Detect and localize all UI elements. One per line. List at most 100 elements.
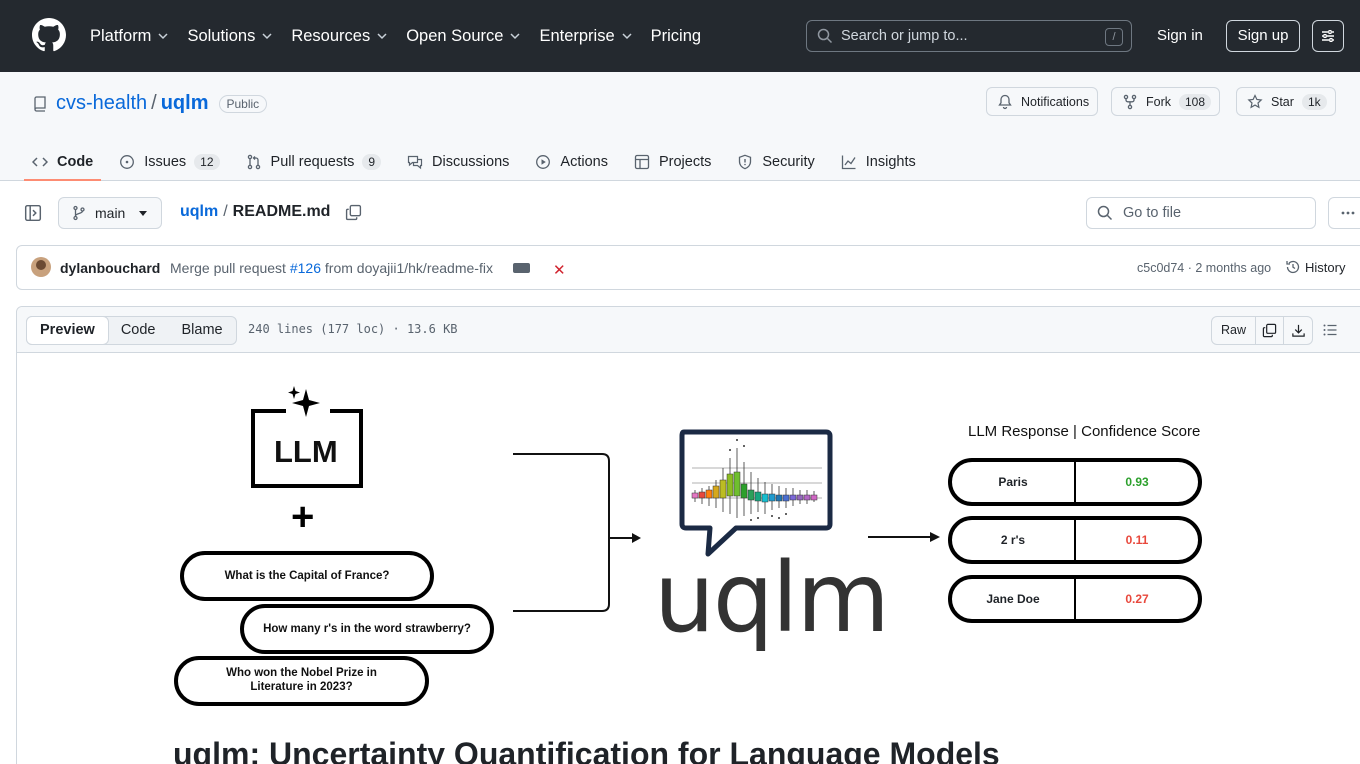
tab-label: Discussions <box>432 153 510 170</box>
expand-message-icon[interactable] <box>513 263 530 273</box>
branch-name: main <box>95 205 126 221</box>
code-icon <box>32 156 48 167</box>
tab-label: Actions <box>560 153 608 170</box>
repo-title: cvs-health / uqlm Public <box>32 92 268 115</box>
tab-label: Pull requests <box>270 153 355 170</box>
github-logo-icon[interactable] <box>32 18 66 52</box>
chevron-down-icon <box>510 33 520 40</box>
response-answer: 2 r's <box>952 520 1076 560</box>
tab-insights[interactable]: Insights <box>841 142 916 181</box>
repo-name-link[interactable]: uqlm <box>160 92 209 114</box>
commit-message[interactable]: Merge pull request #126 from doyajii1/hk… <box>170 260 493 276</box>
nav-label: Enterprise <box>539 26 615 45</box>
tab-label: Projects <box>658 153 712 170</box>
sliders-icon <box>1322 30 1334 42</box>
repo-title-separator: / <box>151 92 157 114</box>
tab-projects[interactable]: Projects <box>634 142 711 181</box>
tab-label: Issues <box>144 153 187 170</box>
search-placeholder: Search or jump to... <box>841 28 968 44</box>
copy-raw-button[interactable] <box>1256 317 1285 344</box>
tab-issues[interactable]: Issues 12 <box>119 142 220 181</box>
repository-header: cvs-health / uqlm Public Notifications F… <box>0 72 1360 181</box>
notifications-label: Notifications <box>1021 94 1090 109</box>
fork-icon <box>1123 94 1137 109</box>
repo-owner-link[interactable]: cvs-health <box>56 92 148 114</box>
copy-path-icon[interactable] <box>345 204 362 221</box>
sign-in-link[interactable]: Sign in <box>1157 27 1203 44</box>
readme-hero-image: LLM + What is the Capital of France? How… <box>170 380 1220 710</box>
more-options-button[interactable] <box>1328 197 1360 229</box>
nav-enterprise[interactable]: Enterprise <box>539 27 632 46</box>
nav-label: Resources <box>291 26 371 45</box>
tab-discussions[interactable]: Discussions <box>407 142 509 181</box>
history-button[interactable]: History <box>1285 259 1345 275</box>
star-icon <box>1247 93 1263 108</box>
tab-security[interactable]: Security <box>737 142 815 181</box>
star-button[interactable]: Star 1k <box>1236 87 1336 116</box>
merge-arrow-icon <box>513 453 641 612</box>
copy-icon <box>1262 323 1277 338</box>
shield-icon <box>739 154 752 169</box>
file-stats: 240 lines (177 loc) · 13.6 KB <box>248 322 458 336</box>
side-menu-button[interactable] <box>1312 20 1344 52</box>
search-icon <box>817 28 833 44</box>
breadcrumb-repo-link[interactable]: uqlm <box>180 203 219 220</box>
view-mode-toggle: Preview Code Blame <box>26 316 237 345</box>
code-tab[interactable]: Code <box>120 322 156 338</box>
global-search-input[interactable]: Search or jump to... / <box>806 20 1132 52</box>
preview-tab[interactable]: Preview <box>26 316 109 345</box>
status-failed-icon[interactable]: ✕ <box>553 262 566 279</box>
avatar[interactable] <box>31 257 51 277</box>
download-icon <box>1291 324 1305 337</box>
tab-pull-requests[interactable]: Pull requests 9 <box>246 142 382 181</box>
notifications-button[interactable]: Notifications <box>986 87 1099 116</box>
response-score: 0.93 <box>1125 475 1149 489</box>
nav-solutions[interactable]: Solutions <box>187 27 273 46</box>
search-icon <box>1097 205 1113 221</box>
score-table-title: LLM Response | Confidence Score <box>968 423 1201 440</box>
chevron-down-icon <box>622 33 632 40</box>
llm-box-icon <box>251 386 363 488</box>
list-unordered-icon[interactable] <box>1322 322 1338 338</box>
branch-selector[interactable]: main <box>58 197 162 229</box>
history-icon <box>1286 260 1300 274</box>
nav-label: Pricing <box>650 26 702 45</box>
response-score: 0.11 <box>1125 533 1149 547</box>
response-row: Paris 0.93 <box>948 458 1202 506</box>
arrow-right-icon <box>868 532 940 542</box>
chevron-down-icon <box>158 33 168 40</box>
star-count: 1k <box>1301 93 1327 110</box>
nav-label: Platform <box>90 26 152 45</box>
commit-sha-time[interactable]: c5c0d74 · 2 months ago <box>1137 261 1272 275</box>
sidebar-expand-icon[interactable] <box>24 204 42 222</box>
fork-button[interactable]: Fork 108 <box>1111 87 1221 116</box>
nav-open-source[interactable]: Open Source <box>406 27 521 46</box>
commit-message-prefix: Merge pull request <box>170 260 290 276</box>
graph-icon <box>841 155 856 169</box>
boxplot-bubble-icon <box>679 429 833 557</box>
question-bubble: Who won the Nobel Prize in Literature in… <box>174 656 429 706</box>
commit-author-link[interactable]: dylanbouchard <box>60 260 161 276</box>
bell-icon <box>998 94 1012 109</box>
tab-actions[interactable]: Actions <box>535 142 608 181</box>
file-breadcrumb: uqlm / README.md <box>180 203 330 221</box>
go-to-file-input[interactable]: Go to file <box>1086 197 1316 229</box>
response-score: 0.27 <box>1125 592 1149 606</box>
file-viewer-toolbar: Preview Code Blame 240 lines (177 loc) ·… <box>17 307 1360 353</box>
nav-platform[interactable]: Platform <box>90 27 169 46</box>
search-shortcut-key: / <box>1105 28 1123 46</box>
blame-tab[interactable]: Blame <box>181 322 223 338</box>
nav-resources[interactable]: Resources <box>291 27 388 46</box>
chevron-down-icon <box>377 33 387 40</box>
sign-up-button[interactable]: Sign up <box>1226 20 1300 52</box>
caret-down-icon <box>139 210 148 216</box>
download-raw-button[interactable] <box>1284 317 1312 344</box>
tab-code[interactable]: Code <box>23 142 102 181</box>
go-to-file-placeholder: Go to file <box>1123 205 1182 221</box>
latest-commit-bar: dylanbouchard Merge pull request #126 fr… <box>16 245 1360 290</box>
commit-pr-link[interactable]: #126 <box>289 260 321 276</box>
raw-button[interactable]: Raw <box>1212 317 1257 344</box>
repo-tabs: Code Issues 12 Pull requests 9 Discussio… <box>23 142 942 181</box>
nav-pricing[interactable]: Pricing <box>651 27 701 46</box>
tab-count: 12 <box>194 153 220 170</box>
